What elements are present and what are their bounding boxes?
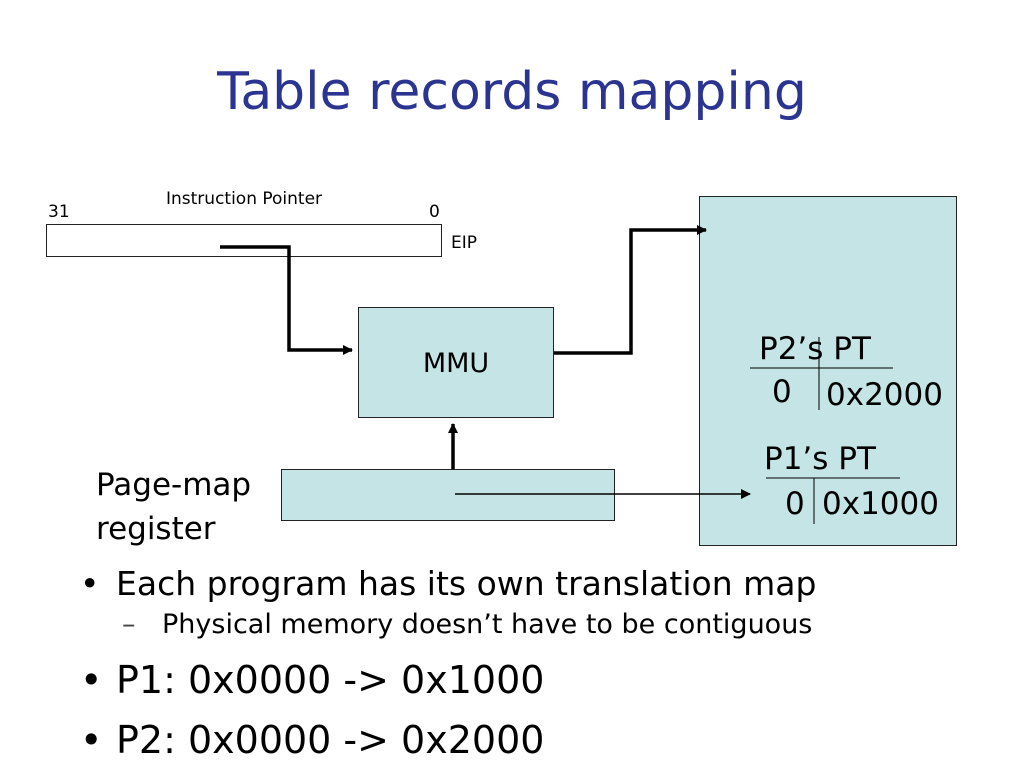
page-map-register-box xyxy=(281,469,615,521)
bullet-list: •Each program has its own translation ma… xyxy=(80,562,1010,770)
p2-table-index: 0 xyxy=(772,374,792,410)
eip-title: Instruction Pointer xyxy=(166,189,323,209)
eip-name: EIP xyxy=(451,233,478,253)
mmu-box: MMU xyxy=(358,307,554,418)
bullet-item-1: •Each program has its own translation ma… xyxy=(80,564,817,603)
eip-register-box xyxy=(46,224,442,257)
p2-table-value: 0x2000 xyxy=(826,377,943,413)
bullet-subitem-1-text: Physical memory doesn’t have to be conti… xyxy=(162,609,813,640)
eip-bit-high: 31 xyxy=(48,202,70,222)
register-label-line2: register xyxy=(96,511,216,547)
eip-to-mmu-arrow xyxy=(220,245,353,355)
eip-bit-low: 0 xyxy=(429,202,440,222)
bullet-item-3-text: P2: 0x0000 -> 0x2000 xyxy=(116,718,545,762)
bullet-item-2: •P1: 0x0000 -> 0x1000 xyxy=(80,658,545,702)
physical-memory-box xyxy=(699,196,957,546)
mmu-to-memory-arrow xyxy=(554,225,707,355)
p1-table-title: P1’s PT xyxy=(764,441,876,477)
p1-table-index: 0 xyxy=(785,486,805,522)
bullet-item-3: •P2: 0x0000 -> 0x2000 xyxy=(80,718,545,762)
p1-table-value: 0x1000 xyxy=(822,486,939,522)
bullet-item-2-text: P1: 0x0000 -> 0x1000 xyxy=(116,658,545,702)
slide-title: Table records mapping xyxy=(217,62,807,122)
mmu-label: MMU xyxy=(422,348,490,379)
p2-table-title: P2’s PT xyxy=(759,331,871,367)
bullet-subitem-1: –Physical memory doesn’t have to be cont… xyxy=(122,609,813,640)
register-label-line1: Page-map xyxy=(96,467,252,503)
bullet-item-1-text: Each program has its own translation map xyxy=(116,564,817,603)
